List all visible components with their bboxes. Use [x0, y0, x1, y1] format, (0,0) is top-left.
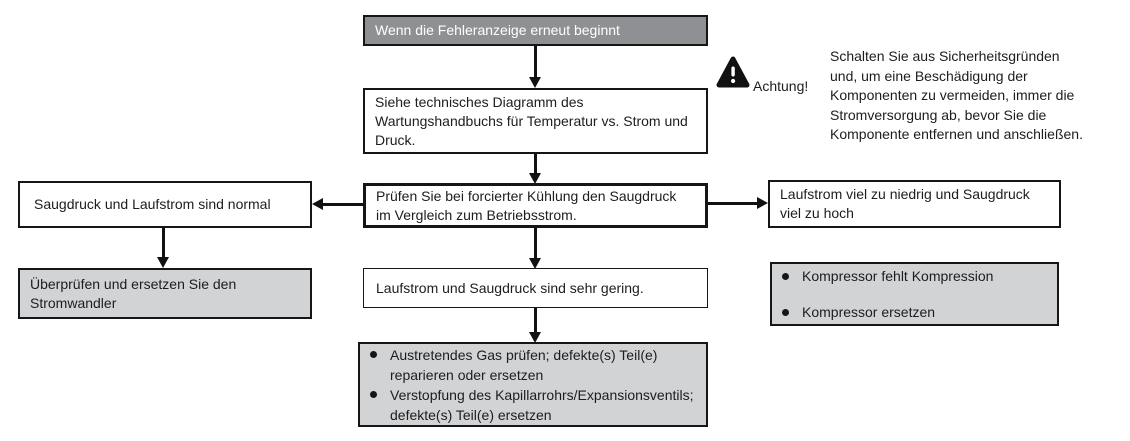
- result-right-item: Kompressor ersetzen: [802, 303, 936, 320]
- result-center-item: Austretendes Gas prüfen; defekte(s) Teil…: [390, 346, 658, 383]
- branch-center-node: Laufstrom und Saugdruck sind sehr gering…: [363, 268, 708, 308]
- arrow-left-branch-to-result-line: [162, 228, 165, 258]
- start-node-label: Wenn die Fehleranzeige erneut beginnt: [375, 22, 620, 38]
- start-node: Wenn die Fehleranzeige erneut beginnt: [363, 15, 708, 46]
- result-center-node: Austretendes Gas prüfen; defekte(s) Teil…: [358, 342, 708, 427]
- arrow-down-icon: [157, 257, 169, 268]
- warning-label: Achtung!: [753, 78, 809, 94]
- list-item: Kompressor fehlt Kompression: [778, 267, 1051, 286]
- branch-center-label: Laufstrom und Saugdruck sind sehr gering…: [376, 279, 644, 296]
- arrow-left-icon: [312, 198, 323, 210]
- arrow-check-to-right-line: [708, 202, 758, 205]
- list-item: Kompressor ersetzen: [778, 303, 1051, 322]
- result-right-node: Kompressor fehlt Kompression Kompressor …: [770, 262, 1059, 326]
- warning-text-line: Komponente entfernen und anschließen.: [830, 126, 1083, 142]
- step-check-label: Prüfen Sie bei forcierter Kühlung den Sa…: [376, 187, 677, 223]
- arrow-down-icon: [529, 258, 541, 269]
- branch-right-label: Laufstrom viel zu niedrig und Saugdruck …: [780, 186, 1030, 221]
- list-item: Austretendes Gas prüfen; defekte(s) Teil…: [366, 345, 700, 385]
- step-diagram-label: Siehe technisches Diagramm des Wartungsh…: [375, 93, 688, 148]
- branch-left-node: Saugdruck und Laufstrom sind normal: [18, 181, 312, 228]
- warning-text-line: Stromversorgung ab, bevor Sie die: [830, 106, 1047, 123]
- result-center-item: Verstopfung des Kapillarrohrs/Expansions…: [390, 386, 694, 423]
- arrow-center-to-result-line: [534, 308, 537, 333]
- branch-left-label: Saugdruck und Laufstrom sind normal: [34, 196, 271, 212]
- arrow-down-icon: [529, 173, 541, 184]
- arrow-diagram-to-check-line: [534, 154, 537, 174]
- arrow-check-to-center-line: [534, 228, 537, 259]
- result-left-label: Überprüfen und ersetzen Sie den Stromwan…: [30, 275, 237, 311]
- step-diagram-node: Siehe technisches Diagramm des Wartungsh…: [363, 88, 708, 154]
- warning-text-line: und, um eine Beschädigung der: [830, 67, 1028, 84]
- warning-triangle-icon: [716, 56, 750, 88]
- result-left-node: Überprüfen und ersetzen Sie den Stromwan…: [18, 268, 312, 319]
- branch-right-node: Laufstrom viel zu niedrig und Saugdruck …: [768, 180, 1061, 228]
- result-right-item: Kompressor fehlt Kompression: [802, 267, 994, 284]
- bullet-icon: [782, 308, 789, 316]
- bullet-icon: [782, 272, 789, 280]
- warning-text-line: Schalten Sie aus Sicherheitsgründen: [830, 48, 1060, 64]
- arrow-right-icon: [757, 197, 768, 209]
- arrow-start-to-diagram-line: [534, 46, 537, 78]
- arrow-down-icon: [529, 332, 541, 343]
- arrow-check-to-left-line: [322, 203, 363, 206]
- bullet-icon: [370, 390, 377, 398]
- bullet-icon: [370, 350, 377, 358]
- step-check-node: Prüfen Sie bei forcierter Kühlung den Sa…: [363, 183, 708, 228]
- warning-text-line: Komponenten zu vermeiden, immer die: [830, 87, 1075, 103]
- arrow-down-icon: [529, 77, 541, 88]
- warning-text: Schalten Sie aus Sicherheitsgründen und,…: [830, 47, 1130, 145]
- list-item: Verstopfung des Kapillarrohrs/Expansions…: [366, 385, 700, 425]
